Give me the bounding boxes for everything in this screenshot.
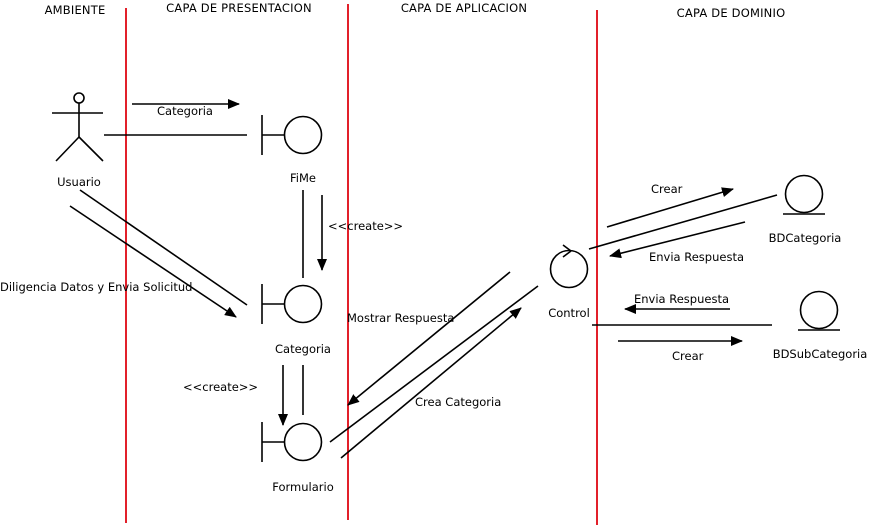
message-arrow-crea-categoria [340, 307, 522, 459]
message-label-crear-2: Crear [672, 349, 704, 363]
bdcategoria-entity-icon [783, 174, 825, 215]
message-label-envia-respuesta-1: Envia Respuesta [649, 250, 744, 264]
bdsubcategoria-entity-icon [798, 290, 840, 331]
message-label-crea-categoria: Crea Categoria [415, 395, 501, 409]
lane-title-aplicacion: CAPA DE APLICACION [401, 1, 527, 15]
message-label-crear-1: Crear [651, 182, 683, 196]
categoria-boundary-icon [261, 284, 323, 324]
link-control-bdcategoria [588, 194, 778, 250]
formulario-label: Formulario [272, 480, 333, 494]
fime-boundary-icon [261, 115, 323, 155]
usuario-actor-icon [52, 92, 104, 162]
control-icon [549, 244, 589, 289]
bdcategoria-label: BDCategoria [769, 231, 842, 245]
formulario-boundary-icon [261, 422, 323, 462]
link-usuario-categoria [79, 189, 248, 306]
message-arrow-mostrar-respuesta [347, 271, 511, 406]
usuario-label: Usuario [57, 175, 101, 189]
bdsubcategoria-label: BDSubCategoria [773, 347, 868, 361]
message-label-envia-respuesta-2: Envia Respuesta [634, 292, 729, 306]
message-arrow-diligencia [69, 205, 237, 318]
message-label-categoria: Categoria [157, 104, 213, 118]
fime-label: FiMe [290, 171, 316, 185]
message-arrow-crear-1 [606, 187, 734, 228]
lane-title-presentacion: CAPA DE PRESENTACION [166, 1, 312, 15]
categoria-label: Categoria [275, 342, 331, 356]
message-label-create-1: <<create>> [328, 219, 403, 233]
message-arrow-envia-respuesta-1 [609, 221, 746, 259]
link-formulario-control [329, 285, 539, 443]
lane-title-ambiente: AMBIENTE [45, 3, 106, 17]
message-label-diligencia: Diligencia Datos y Envia Solicitud [0, 280, 192, 294]
control-label: Control [548, 306, 590, 320]
lane-title-dominio: CAPA DE DOMINIO [677, 6, 786, 20]
message-label-create-2: <<create>> [183, 380, 258, 394]
message-label-mostrar-respuesta: Mostrar Respuesta [347, 311, 454, 325]
